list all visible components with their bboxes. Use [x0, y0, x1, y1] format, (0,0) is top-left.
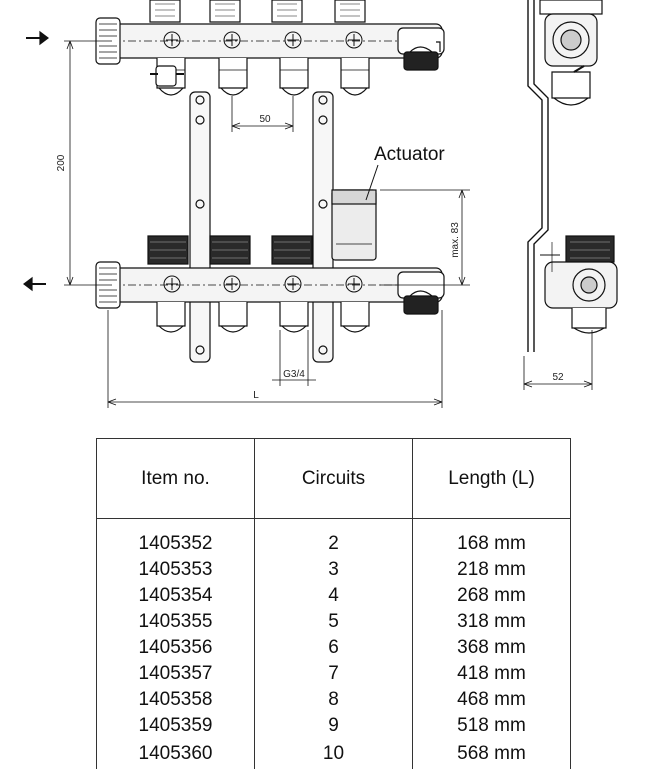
dim-spacing-label: 50 [259, 114, 271, 125]
table-row: 1405357 7 418 mm [96, 661, 571, 687]
cell-length: 368 mm [412, 635, 571, 661]
cell-circuits: 2 [254, 518, 413, 557]
cell-item-no: 1405358 [96, 687, 255, 713]
drain-cap-icon [403, 290, 439, 315]
cell-item-no: 1405353 [96, 557, 255, 583]
cell-circuits: 3 [254, 557, 413, 583]
dim-thread-label: G3/4 [283, 369, 305, 380]
cell-length: 318 mm [412, 609, 571, 635]
cell-length: 168 mm [412, 518, 571, 557]
table-row: 1405359 9 518 mm [96, 713, 571, 739]
cell-length: 268 mm [412, 583, 571, 609]
table-row: 1405355 5 318 mm [96, 609, 571, 635]
cell-circuits: 7 [254, 661, 413, 687]
dim-length-label: L [253, 390, 259, 401]
cell-item-no: 1405359 [96, 713, 255, 739]
cell-item-no: 1405355 [96, 609, 255, 635]
header-circuits: Circuits [254, 438, 413, 519]
cell-item-no: 1405354 [96, 583, 255, 609]
table-row: 1405360 10 568 mm [96, 739, 571, 769]
cell-circuits: 10 [254, 739, 413, 769]
dim-side-depth-label: 52 [552, 372, 564, 383]
table-header-row: Item no. Circuits Length (L) [96, 438, 571, 519]
outlet-arrow [23, 276, 46, 292]
mounting-bracket [189, 91, 334, 363]
cell-item-no: 1405352 [96, 518, 255, 557]
header-item-no: Item no. [96, 438, 255, 519]
side-view [523, 0, 618, 390]
cell-item-no: 1405357 [96, 661, 255, 687]
cell-circuits: 9 [254, 713, 413, 739]
header-length: Length (L) [412, 438, 571, 519]
cell-circuits: 6 [254, 635, 413, 661]
cell-length: 568 mm [412, 739, 571, 769]
cell-circuits: 4 [254, 583, 413, 609]
return-bar [95, 235, 445, 333]
cell-circuits: 5 [254, 609, 413, 635]
supply-bar [95, 0, 445, 96]
cell-item-no: 1405356 [96, 635, 255, 661]
table-row: 1405358 8 468 mm [96, 687, 571, 713]
dim-actuator-max-label: max. 83 [450, 222, 461, 258]
cell-length: 518 mm [412, 713, 571, 739]
dimension-lines [64, 40, 470, 408]
cell-length: 468 mm [412, 687, 571, 713]
table-row: 1405353 3 218 mm [96, 557, 571, 583]
manifold-technical-drawing: 200 50 max. 83 G3/4 L 52 Actuator [23, 0, 618, 408]
table-row: 1405352 2 168 mm [96, 518, 571, 557]
cell-length: 418 mm [412, 661, 571, 687]
actuator-callout-label: Actuator [374, 144, 445, 165]
actuator-icon [331, 164, 379, 261]
item-spec-table: Item no. Circuits Length (L) 1405352 2 1… [96, 438, 571, 769]
dim-height-label: 200 [56, 154, 67, 171]
cell-item-no: 1405360 [96, 739, 255, 769]
cell-length: 218 mm [412, 557, 571, 583]
inlet-arrow [26, 30, 49, 46]
table-row: 1405356 6 368 mm [96, 635, 571, 661]
cell-circuits: 8 [254, 687, 413, 713]
table-row: 1405354 4 268 mm [96, 583, 571, 609]
vent-cap-icon [403, 41, 441, 71]
